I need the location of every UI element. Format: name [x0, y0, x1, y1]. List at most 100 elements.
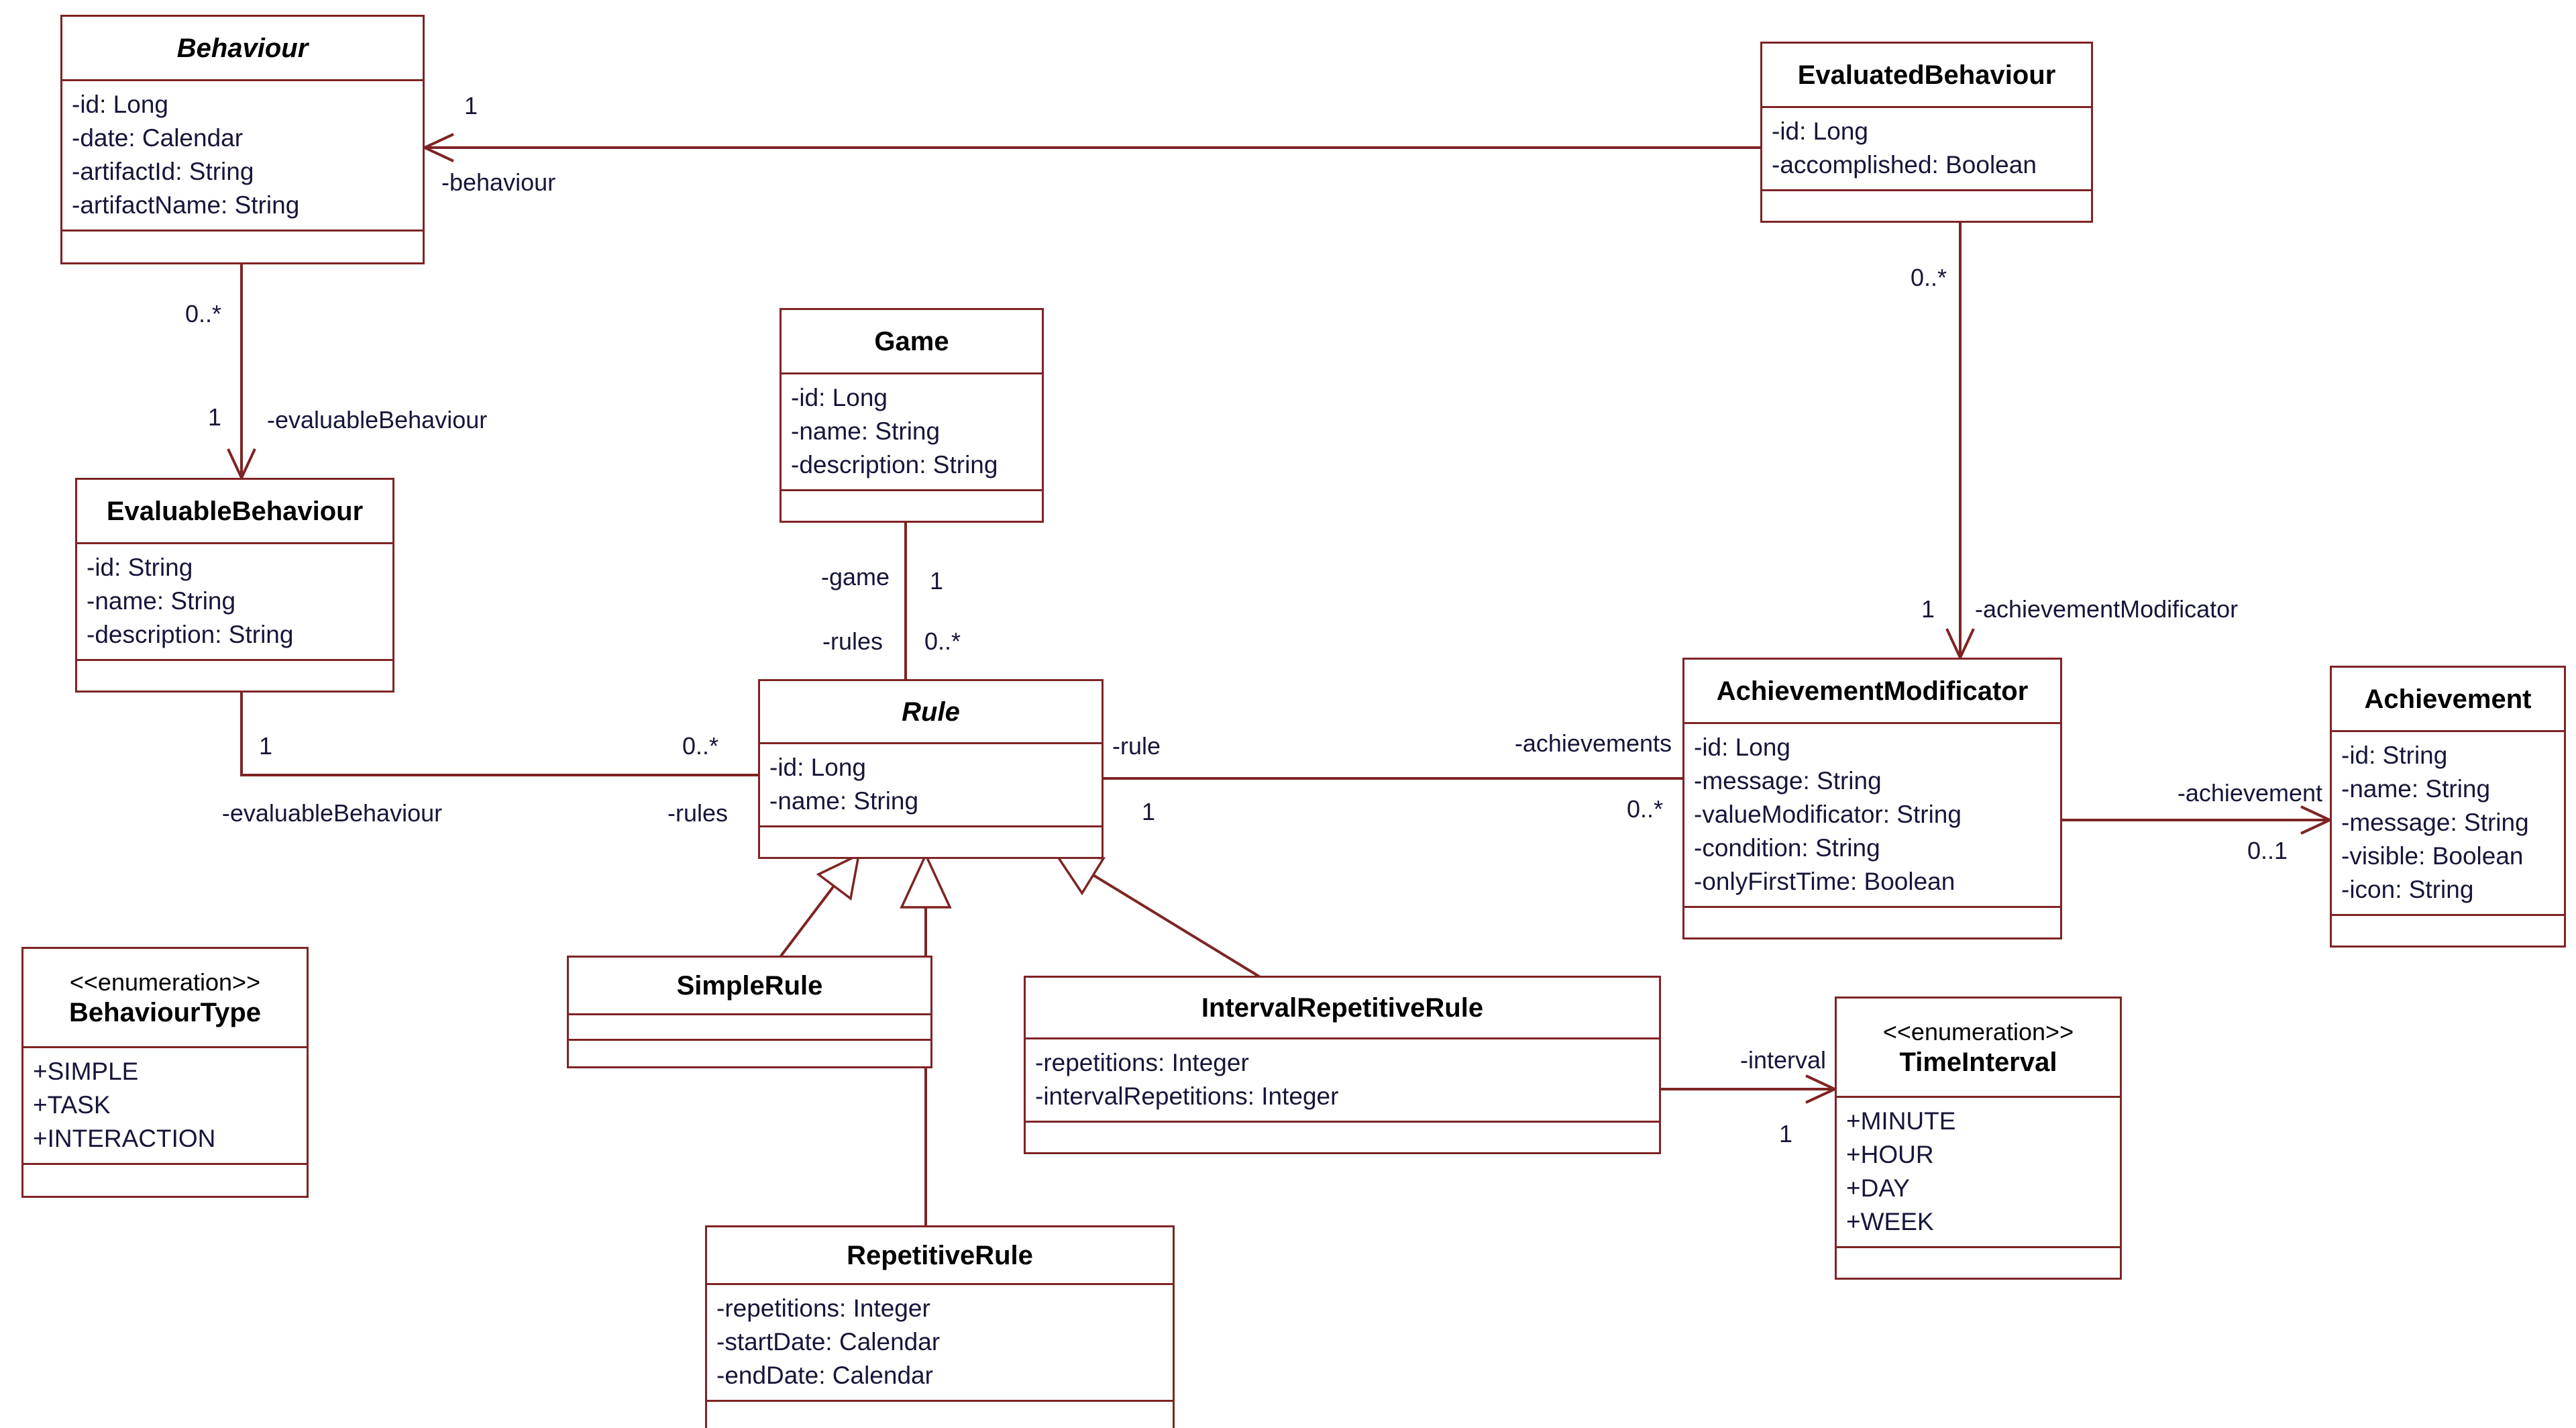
class-attribute: -condition: String: [1694, 834, 1880, 862]
class-name: Rule: [902, 697, 960, 727]
edge-label-e4_mult_src: 1: [259, 732, 273, 760]
association-evaluablebehaviour-rule: [240, 684, 758, 776]
edge-label-e6_role: -achievementModificator: [1975, 595, 2239, 623]
class-attribute: -endDate: Calendar: [716, 1362, 933, 1389]
class-title-compartment: Behaviour: [62, 17, 423, 81]
class-attribute: -id: Long: [72, 91, 168, 118]
class-attributes-compartment: +MINUTE+HOUR+DAY+WEEK: [1837, 1098, 2120, 1248]
class-box-behaviourtype: <<enumeration>>BehaviourType+SIMPLE+TASK…: [21, 947, 309, 1198]
class-attribute: -accomplished: Boolean: [1772, 151, 2037, 178]
class-name: AchievementModificator: [1716, 676, 2029, 706]
class-title-compartment: AchievementModificator: [1684, 660, 2060, 724]
class-box-timeinterval: <<enumeration>>TimeInterval+MINUTE+HOUR+…: [1835, 997, 2122, 1280]
class-name: Game: [874, 326, 949, 356]
open-arrowhead-behaviour: [421, 133, 454, 162]
edge-label-e6_mult_src: 0..*: [1910, 264, 1947, 291]
class-title-compartment: Achievement: [2332, 668, 2564, 732]
edge-label-e4_mult_tgt: 0..*: [682, 732, 719, 760]
class-attribute: -id: Long: [791, 384, 888, 411]
edge-label-e2_mult_tgt: 1: [207, 403, 221, 431]
generalization-triangle-intervalrepetitiverule: [1054, 854, 1106, 896]
class-attribute: -icon: String: [2341, 876, 2474, 903]
generalization-line-simplerule: [777, 884, 836, 961]
class-attribute: -description: String: [87, 621, 294, 648]
class-box-achievementmodificator: AchievementModificator -id: Long-message:…: [1682, 658, 2062, 939]
class-attribute: -valueModificator: String: [1694, 801, 1962, 828]
class-attribute: -intervalRepetitions: Integer: [1035, 1082, 1339, 1110]
edge-label-e3_role_tgt: -rules: [822, 627, 883, 655]
edge-label-e5_role_tgt: -achievements: [1514, 729, 1672, 757]
class-operations-compartment-empty: [1762, 191, 2091, 221]
class-attributes-compartment: -id: Long -date: Calendar -artifactId: Str…: [62, 81, 423, 232]
class-attribute: -repetitions: Integer: [1035, 1049, 1249, 1076]
class-attribute: -name: String: [791, 417, 941, 445]
class-name: Achievement: [2364, 684, 2532, 714]
class-operations-compartment-empty: [62, 232, 423, 262]
class-attribute: -artifactName: String: [72, 191, 300, 219]
class-box-rule: Rule -id: Long-name: String: [758, 679, 1104, 859]
class-title-compartment: Game: [782, 310, 1042, 374]
class-attribute: -startDate: Calendar: [716, 1328, 941, 1356]
class-operations-compartment-empty: [782, 491, 1042, 521]
class-title-compartment: RepetitiveRule: [707, 1227, 1173, 1285]
class-operations-compartment-empty: [23, 1165, 307, 1196]
class-operations-compartment-empty: [77, 661, 392, 691]
class-stereotype: <<enumeration>>: [69, 968, 261, 996]
class-attribute: -id: Long: [769, 754, 866, 781]
class-attribute: -id: Long: [1694, 733, 1790, 761]
class-operations-compartment-empty: [1837, 1248, 2120, 1278]
class-attribute: -id: String: [87, 554, 193, 581]
class-attributes-compartment: -id: Long-message: String-valueModificat…: [1684, 724, 2060, 908]
edge-label-e1_role: -behaviour: [441, 168, 556, 196]
edge-label-e7_mult: 0..1: [2247, 837, 2288, 864]
class-attributes-compartment: -repetitions: Integer -intervalRepetition…: [1026, 1039, 1659, 1123]
class-attributes-compartment: -id: Long -accomplished: Boolean: [1762, 108, 2091, 191]
class-operations-compartment-empty: [569, 1041, 930, 1066]
edge-label-e2_role: -evaluableBehaviour: [267, 406, 488, 434]
edge-label-e5_mult_src: 1: [1141, 798, 1156, 825]
class-attribute: -visible: Boolean: [2341, 842, 2524, 870]
class-attribute: -description: String: [791, 451, 998, 478]
class-attribute: -artifactId: String: [72, 158, 254, 185]
class-name: Behaviour: [176, 33, 309, 63]
class-attribute: +HOUR: [1846, 1141, 1934, 1168]
class-attribute: +SIMPLE: [33, 1058, 139, 1085]
class-attributes-compartment: +SIMPLE+TASK+INTERACTION: [23, 1048, 307, 1165]
edge-label-e7_role: -achievement: [2177, 779, 2322, 807]
class-title-compartment: SimpleRule: [569, 958, 930, 1015]
class-attribute: -date: Calendar: [72, 124, 244, 152]
class-operations-compartment-empty: [2332, 916, 2564, 946]
class-attributes-compartment: -id: Long -name: String -description: Stri…: [782, 374, 1042, 491]
class-title-compartment: <<enumeration>>TimeInterval: [1837, 999, 2120, 1098]
generalization-line-intervalrepetitiverule: [1091, 873, 1266, 981]
edge-label-e5_role_src: -rule: [1112, 732, 1161, 760]
class-attributes-compartment: [569, 1015, 930, 1041]
class-attributes-compartment: -id: String-name: String-description: St…: [77, 544, 392, 661]
class-box-repetitiverule: RepetitiveRule-repetitions: Integer-star…: [705, 1225, 1175, 1428]
edge-label-e8_mult: 1: [1778, 1120, 1793, 1148]
generalization-triangle-repetitiverule: [900, 852, 952, 909]
edge-label-e4_role: -evaluableBehaviour: [221, 799, 443, 827]
edge-label-e3_mult_tgt: 0..*: [924, 627, 961, 655]
edge-label-e4_role_tgt: -rules: [667, 799, 729, 827]
class-attribute: +INTERACTION: [33, 1125, 216, 1152]
class-box-game: Game -id: Long -name: String -description: …: [780, 308, 1044, 523]
edge-label-e8_role: -interval: [1739, 1046, 1826, 1074]
edge-label-e6_mult_tgt: 1: [1921, 595, 1935, 623]
class-name: SimpleRule: [676, 970, 823, 1001]
class-attributes-compartment: -id: Long-name: String: [760, 744, 1102, 827]
class-stereotype: <<enumeration>>: [1882, 1017, 2074, 1046]
class-attribute: -id: Long: [1772, 117, 1868, 145]
class-title-compartment: EvaluatedBehaviour: [1762, 44, 2091, 108]
class-operations-compartment-empty: [1684, 908, 2060, 937]
class-attributes-compartment: -id: String-name: String-message: String…: [2332, 732, 2564, 916]
class-attributes-compartment: -repetitions: Integer-startDate: Calenda…: [707, 1285, 1173, 1402]
class-attribute: -id: String: [2341, 742, 2448, 769]
class-title-compartment: IntervalRepetitiveRule: [1026, 978, 1659, 1039]
generalization-triangle-simplerule: [816, 852, 861, 901]
class-attribute: -message: String: [2341, 809, 2529, 836]
class-title-compartment: Rule: [760, 681, 1102, 744]
edge-label-e3_mult_src: 1: [930, 567, 944, 595]
class-box-achievement: Achievement -id: String-name: String-mess…: [2330, 666, 2566, 948]
